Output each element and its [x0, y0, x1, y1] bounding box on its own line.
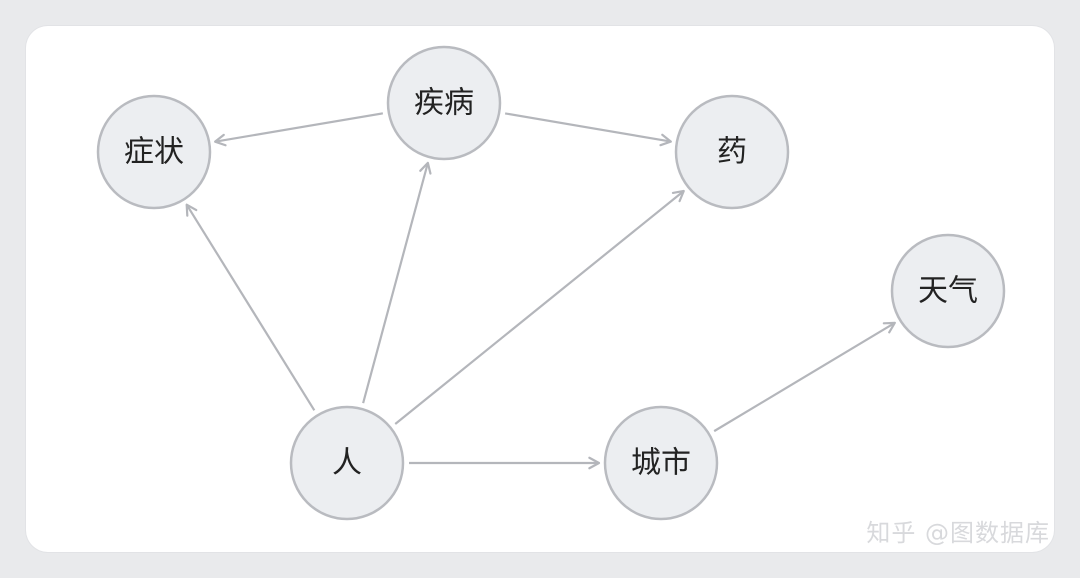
node-circle [890, 233, 1006, 349]
node-label: 天气 [918, 274, 978, 309]
node-circle [603, 405, 719, 521]
edges-layer [185, 112, 896, 470]
edge-person-to-disease [362, 161, 432, 404]
diagram-card [26, 26, 1054, 552]
node-symptom: 症状 [96, 94, 212, 210]
node-label: 城市 [631, 446, 691, 481]
arrowhead-icon [659, 133, 672, 147]
node-label: 症状 [124, 135, 184, 170]
edge-person-to-symptom [185, 203, 316, 411]
node-disease: 疾病 [386, 45, 502, 161]
edge-line [214, 112, 384, 143]
node-circle [289, 405, 405, 521]
arrowhead-icon [588, 456, 601, 470]
watermark: 知乎 @图数据库 [866, 519, 1050, 547]
node-city: 城市 [603, 405, 719, 521]
edge-line [504, 112, 672, 143]
edge-disease-to-symptom [214, 112, 384, 147]
node-label: 疾病 [414, 86, 474, 121]
node-person: 人 [289, 405, 405, 521]
node-drug: 药 [674, 94, 790, 210]
arrowhead-icon [882, 321, 896, 334]
node-circle [674, 94, 790, 210]
arrowhead-icon [671, 189, 685, 203]
node-circle [386, 45, 502, 161]
edge-person-to-city [409, 456, 601, 470]
arrowhead-icon [185, 203, 198, 217]
edge-person-to-drug [394, 189, 685, 425]
arrowhead-icon [419, 161, 432, 175]
node-label: 人 [332, 446, 362, 481]
node-circle [96, 94, 212, 210]
arrowhead-icon [214, 133, 227, 147]
edge-disease-to-drug [504, 112, 672, 147]
edge-city-to-weather [713, 321, 896, 433]
edge-line [185, 204, 316, 411]
edge-line [713, 321, 896, 433]
node-weather: 天气 [890, 233, 1006, 349]
edge-line [394, 190, 685, 425]
node-label: 药 [717, 135, 747, 170]
edge-line [362, 162, 429, 404]
